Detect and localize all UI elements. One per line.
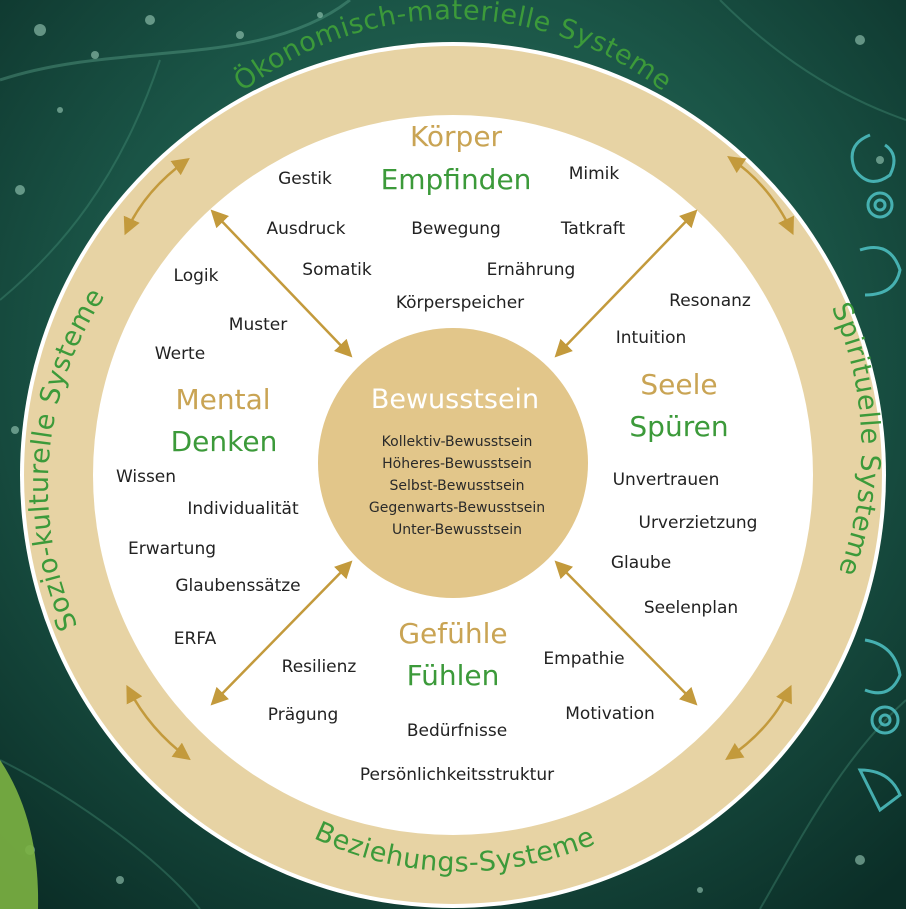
seele-word: Unvertrauen [613,470,720,490]
mental-word: Werte [155,344,205,364]
section-subtitle-spueren: Spüren [629,410,728,443]
consciousness-level-3: Selbst-Bewusstsein [390,478,525,494]
seele-word: Resonanz [669,291,751,311]
gefuehle-word: Persönlichkeitsstruktur [360,765,554,785]
koerper-word: Bewegung [411,219,501,239]
diagonal-arrow-top-right [554,209,698,358]
mental-word: Individualität [187,499,299,519]
ring-arrow-top-left [123,157,190,236]
koerper-word: Mimik [569,164,620,184]
mental-word: Erwartung [128,539,216,559]
mental-word: Muster [229,315,287,335]
center-title: Bewusstsein [371,384,539,415]
koerper-word: Ernährung [487,260,576,280]
seele-word: Seelenplan [644,598,738,618]
gefuehle-word: Prägung [268,705,339,725]
center-circle [318,328,588,598]
gefuehle-word: Bedürfnisse [407,721,507,741]
diagonal-arrow-top-left [210,209,353,358]
gefuehle-word: Resilienz [282,657,357,677]
green-accent-shape [0,760,39,909]
section-subtitle-fuehlen: Fühlen [407,659,500,692]
koerper-word: Somatik [302,260,372,280]
seele-word: Urverzietzung [639,513,758,533]
gefuehle-word: Motivation [565,704,655,724]
seele-word: Intuition [616,328,687,348]
koerper-word: Ausdruck [266,219,345,239]
consciousness-level-2: Höheres-Bewusstsein [382,456,532,472]
diagonal-arrow-bottom-right [554,560,698,706]
ring-arrow-bottom-right [725,684,792,760]
mental-word: Logik [174,266,219,286]
ring-arrow-top-right [727,156,794,236]
consciousness-level-1: Kollektiv-Bewusstsein [382,434,533,450]
koerper-word: Gestik [278,169,332,189]
seele-word: Glaube [611,553,671,573]
section-title-mental: Mental [175,383,270,416]
section-title-koerper: Körper [410,120,503,153]
mental-word: Wissen [116,467,176,487]
consciousness-level-5: Unter-Bewusstsein [392,522,522,538]
gefuehle-word: Empathie [543,649,624,669]
diagonal-arrow-bottom-left [210,560,353,706]
ring-arrow-bottom-left [126,684,191,761]
decorative-ornament [850,133,902,813]
koerper-word: Körperspeicher [396,293,524,313]
section-subtitle-denken: Denken [171,425,278,458]
section-title-gefuehle: Gefühle [398,617,507,650]
mental-word: Glaubenssätze [175,576,300,596]
section-subtitle-empfinden: Empfinden [381,163,532,196]
mental-word: ERFA [174,629,217,649]
section-title-seele: Seele [640,368,717,401]
consciousness-level-4: Gegenwarts-Bewusstsein [369,500,545,516]
koerper-word: Tatkraft [560,219,626,239]
